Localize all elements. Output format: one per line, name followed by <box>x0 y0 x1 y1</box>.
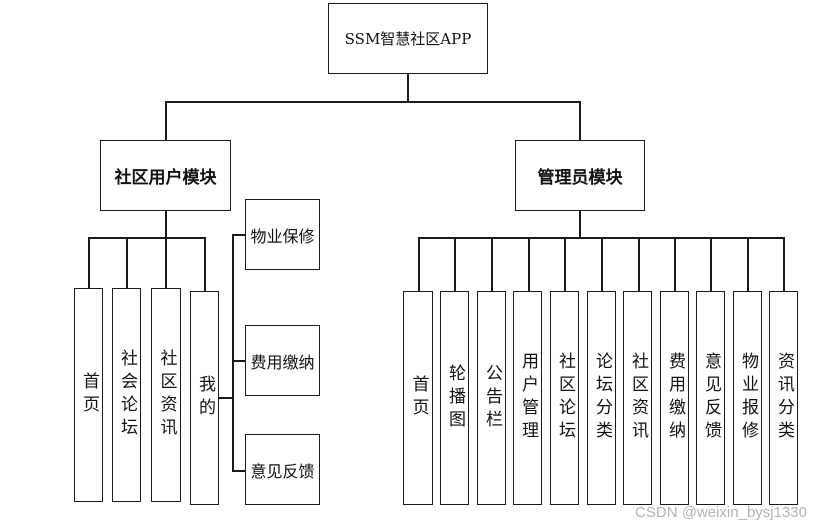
mine-child-label: 物业保修 <box>250 226 315 246</box>
user-child-label: 我的 <box>195 375 215 421</box>
user-drop-2 <box>126 237 128 288</box>
mine-child-node: 意见反馈 <box>245 434 320 505</box>
admin-drop-8 <box>674 237 676 291</box>
admin-drop-3 <box>491 237 493 291</box>
user-bus <box>88 237 206 239</box>
admin-child-node: 物业报修 <box>733 291 762 505</box>
admin-module-connector <box>579 101 581 140</box>
user-child-label: 首页 <box>79 372 99 418</box>
user-module-connector <box>165 101 167 140</box>
admin-child-node: 用户管理 <box>513 291 542 505</box>
user-child-label: 社会论坛 <box>117 349 137 441</box>
root-node: SSM智慧社区APP <box>328 3 488 74</box>
user-module-node: 社区用户模块 <box>100 140 231 211</box>
admin-child-node: 公告栏 <box>477 291 506 505</box>
mine-child-label: 意见反馈 <box>250 461 315 481</box>
admin-drop-1 <box>418 237 420 291</box>
top-bus <box>165 101 581 103</box>
admin-drop-7 <box>638 237 640 291</box>
admin-child-node: 社区论坛 <box>550 291 579 505</box>
root-label: SSM智慧社区APP <box>344 30 472 48</box>
mine-branch-3 <box>232 470 245 472</box>
admin-child-label: 轮播图 <box>445 363 465 433</box>
root-connector <box>407 74 409 102</box>
admin-child-label: 公告栏 <box>482 363 502 433</box>
admin-drop-5 <box>564 237 566 291</box>
admin-module-down-connector <box>579 210 581 238</box>
admin-child-node: 轮播图 <box>440 291 469 505</box>
watermark: CSDN @weixin_bysj1330 <box>635 504 807 521</box>
mine-spine <box>232 234 234 471</box>
admin-child-node: 资讯分类 <box>769 291 798 505</box>
admin-drop-6 <box>601 237 603 291</box>
admin-child-node: 费用缴纳 <box>660 291 689 505</box>
user-child-node: 社区资讯 <box>151 288 181 502</box>
admin-child-node: 社区资讯 <box>623 291 652 505</box>
user-child-label: 社区资讯 <box>156 349 177 441</box>
admin-child-label: 首页 <box>408 375 429 421</box>
admin-child-label: 费用缴纳 <box>665 352 685 444</box>
admin-module-node: 管理员模块 <box>515 140 645 211</box>
admin-child-label: 用户管理 <box>518 352 538 444</box>
user-drop-1 <box>88 237 90 288</box>
admin-drop-9 <box>710 237 712 291</box>
admin-child-label: 资讯分类 <box>774 352 794 444</box>
mine-child-node: 物业保修 <box>245 199 320 270</box>
admin-child-label: 物业报修 <box>738 352 758 444</box>
admin-drop-11 <box>783 237 785 291</box>
admin-bus <box>418 237 783 239</box>
admin-drop-2 <box>454 237 456 291</box>
user-module-down-connector <box>165 210 167 238</box>
admin-child-node: 意见反馈 <box>696 291 725 505</box>
admin-child-label: 社区论坛 <box>555 352 575 444</box>
admin-drop-4 <box>528 237 530 291</box>
user-child-node: 首页 <box>74 288 103 502</box>
admin-child-label: 意见反馈 <box>701 352 721 444</box>
admin-child-node: 首页 <box>403 291 433 505</box>
mine-branch-2 <box>232 360 245 362</box>
user-drop-4 <box>204 237 206 291</box>
user-drop-3 <box>165 237 167 288</box>
admin-child-node: 论坛分类 <box>587 291 616 505</box>
admin-drop-10 <box>747 237 749 291</box>
mine-branch-1 <box>232 234 245 236</box>
admin-module-label: 管理员模块 <box>537 168 623 188</box>
mine-child-node: 费用缴纳 <box>245 325 320 396</box>
mine-connector <box>218 397 233 399</box>
user-child-node: 社会论坛 <box>112 288 141 502</box>
mine-child-label: 费用缴纳 <box>250 352 315 372</box>
admin-child-label: 论坛分类 <box>592 352 612 444</box>
admin-child-label: 社区资讯 <box>628 352 648 444</box>
user-module-label: 社区用户模块 <box>114 168 217 188</box>
user-child-node-mine: 我的 <box>190 291 219 505</box>
